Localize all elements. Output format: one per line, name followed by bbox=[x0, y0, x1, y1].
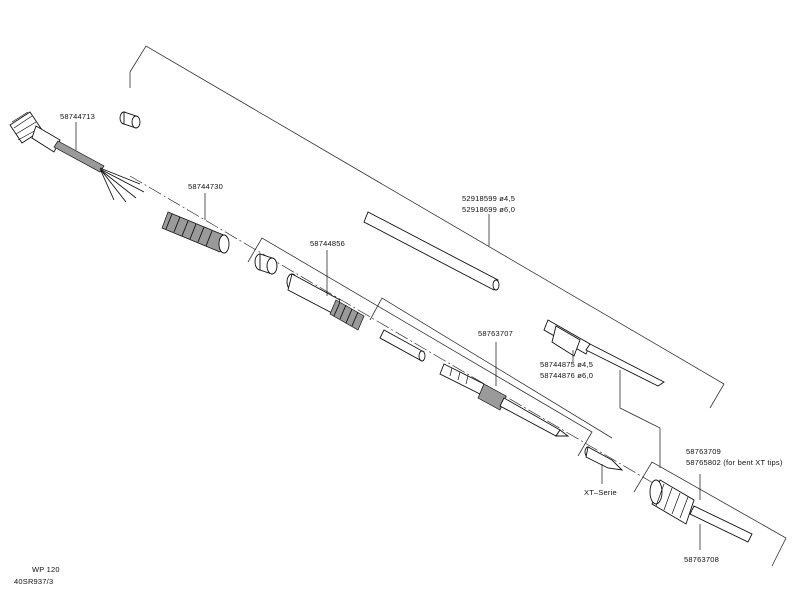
heater-part bbox=[439, 363, 570, 437]
label-tube-1: 52918599 ø4,5 bbox=[462, 194, 515, 203]
frame-top bbox=[129, 45, 725, 409]
frame-middle bbox=[247, 237, 593, 457]
label-grip-bottom: 58763708 bbox=[684, 555, 719, 564]
drawing-number: 40SR937/3 bbox=[14, 577, 53, 586]
cable-part bbox=[9, 111, 145, 203]
label-clip-2: 58744876 ø6,0 bbox=[540, 371, 593, 380]
housing-tube-part bbox=[286, 273, 365, 331]
assembly-axis bbox=[129, 175, 741, 535]
label-cable: 58744713 bbox=[60, 112, 95, 121]
label-grip-1: 58763709 bbox=[686, 447, 721, 456]
label-clip-1: 58744875 ø4,5 bbox=[540, 360, 593, 369]
tip-part bbox=[584, 446, 624, 471]
label-grip-2: 58765802 (for bent XT tips) bbox=[686, 458, 783, 467]
label-tip: XT–Serie bbox=[584, 488, 617, 497]
label-heater: 58763707 bbox=[478, 329, 513, 338]
sleeve-part bbox=[161, 211, 230, 254]
drawing-name: WP 120 bbox=[32, 565, 60, 574]
frame-lower bbox=[369, 297, 613, 439]
label-tube-2: 52918699 ø6,0 bbox=[462, 205, 515, 214]
housing-ring bbox=[254, 253, 278, 275]
label-sleeve: 58744730 bbox=[188, 182, 223, 191]
clip-part bbox=[543, 319, 665, 387]
small-ring bbox=[119, 111, 141, 129]
frame-connector bbox=[619, 370, 661, 468]
short-tube-part bbox=[379, 329, 426, 362]
long-tube-part bbox=[363, 211, 500, 291]
label-housing: 58744856 bbox=[310, 239, 345, 248]
grip-part bbox=[649, 479, 753, 543]
